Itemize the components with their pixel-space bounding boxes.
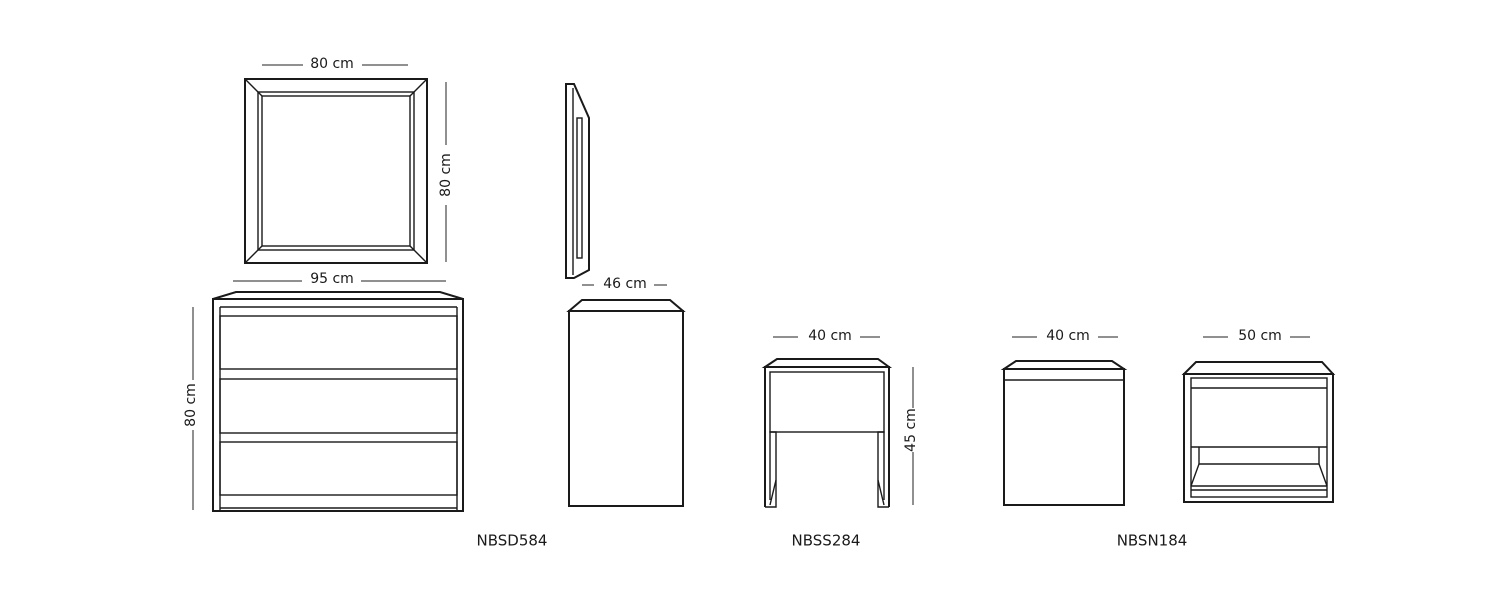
nightstand-width-dimension: 50 cm <box>1203 328 1310 344</box>
mirror-width-dimension: 80 cm <box>262 56 408 72</box>
dresser-side-view <box>566 299 686 507</box>
stool-height-label: 45 cm <box>903 408 919 452</box>
mirror-side-view <box>565 83 590 279</box>
nightstand-side-view <box>1000 360 1128 506</box>
stool-product-code: NBSS284 <box>792 532 861 550</box>
stool-height-dimension: 45 cm <box>903 367 919 505</box>
nightstand-product-code: NBSN184 <box>1117 532 1188 550</box>
dresser-product-code: NBSD584 <box>477 532 548 550</box>
dresser-height-label: 80 cm <box>183 383 199 427</box>
mirror-height-label: 80 cm <box>438 153 454 197</box>
mirror-width-label: 80 cm <box>310 56 354 72</box>
stool-width-dimension: 40 cm <box>773 328 880 344</box>
nightstand-depth-dimension: 40 cm <box>1012 328 1118 344</box>
dresser-width-dimension: 95 cm <box>233 271 446 287</box>
mirror-front-view <box>244 78 428 264</box>
nightstand-depth-label: 40 cm <box>1046 328 1090 344</box>
dresser-depth-dimension: 46 cm <box>582 276 667 292</box>
mirror-height-dimension: 80 cm <box>438 82 454 262</box>
stool-width-label: 40 cm <box>808 328 852 344</box>
dresser-width-label: 95 cm <box>310 271 354 287</box>
nightstand-width-label: 50 cm <box>1238 328 1282 344</box>
stool-front-view <box>761 358 893 508</box>
nightstand-front-view <box>1181 361 1336 503</box>
dresser-front-view <box>212 291 464 512</box>
dresser-depth-label: 46 cm <box>603 276 647 292</box>
dresser-height-dimension: 80 cm <box>183 307 199 510</box>
